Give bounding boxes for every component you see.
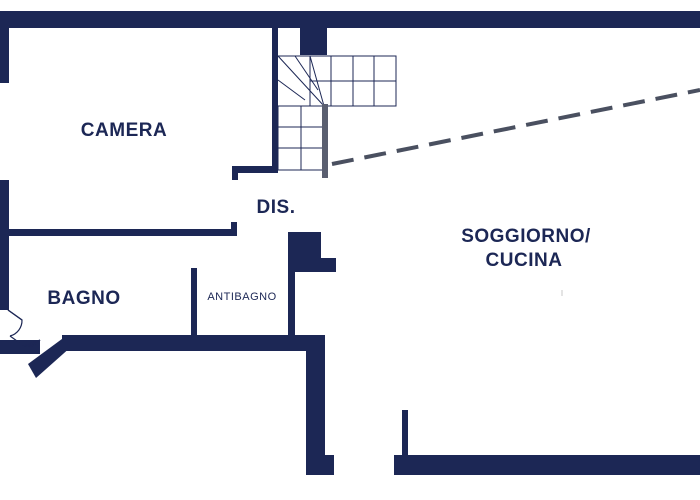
wall-camera-bottom-stub	[231, 222, 237, 236]
wall-left-block-foot	[306, 455, 334, 475]
room-label-soggiorno-line2: CUCINA	[486, 250, 563, 271]
wall-camera-bottom	[9, 229, 237, 236]
wall-left-block-right	[306, 335, 325, 475]
wall-left-upper	[0, 11, 9, 83]
wall-camera-stub	[232, 166, 278, 173]
wall-column-top	[300, 28, 327, 55]
double-door-icon	[7, 309, 41, 347]
wall-column-mid-ext	[288, 258, 336, 272]
wall-bottom-stub	[402, 410, 408, 457]
staircase-icon	[277, 55, 397, 178]
wall-left-middle	[0, 180, 9, 310]
wall-antibagno-left	[191, 268, 197, 338]
room-label-dis: DIS.	[257, 197, 296, 218]
room-label-soggiorno-line1: SOGGIORNO/	[461, 226, 591, 247]
wall-camera-stub-vert	[232, 166, 238, 180]
dashed-overhead-line	[331, 88, 700, 166]
wall-antibagno-right	[288, 232, 295, 338]
wall-bagno-bottom	[62, 335, 324, 351]
wall-bottom-angled	[28, 336, 72, 378]
wall-top	[0, 11, 700, 28]
room-label-camera: CAMERA	[81, 120, 167, 141]
wall-bottom-right	[394, 455, 700, 475]
room-label-antibagno: ANTIBAGNO	[207, 291, 276, 303]
room-label-bagno: BAGNO	[47, 288, 120, 309]
walls	[0, 11, 700, 475]
wall-camera-right	[272, 28, 278, 173]
